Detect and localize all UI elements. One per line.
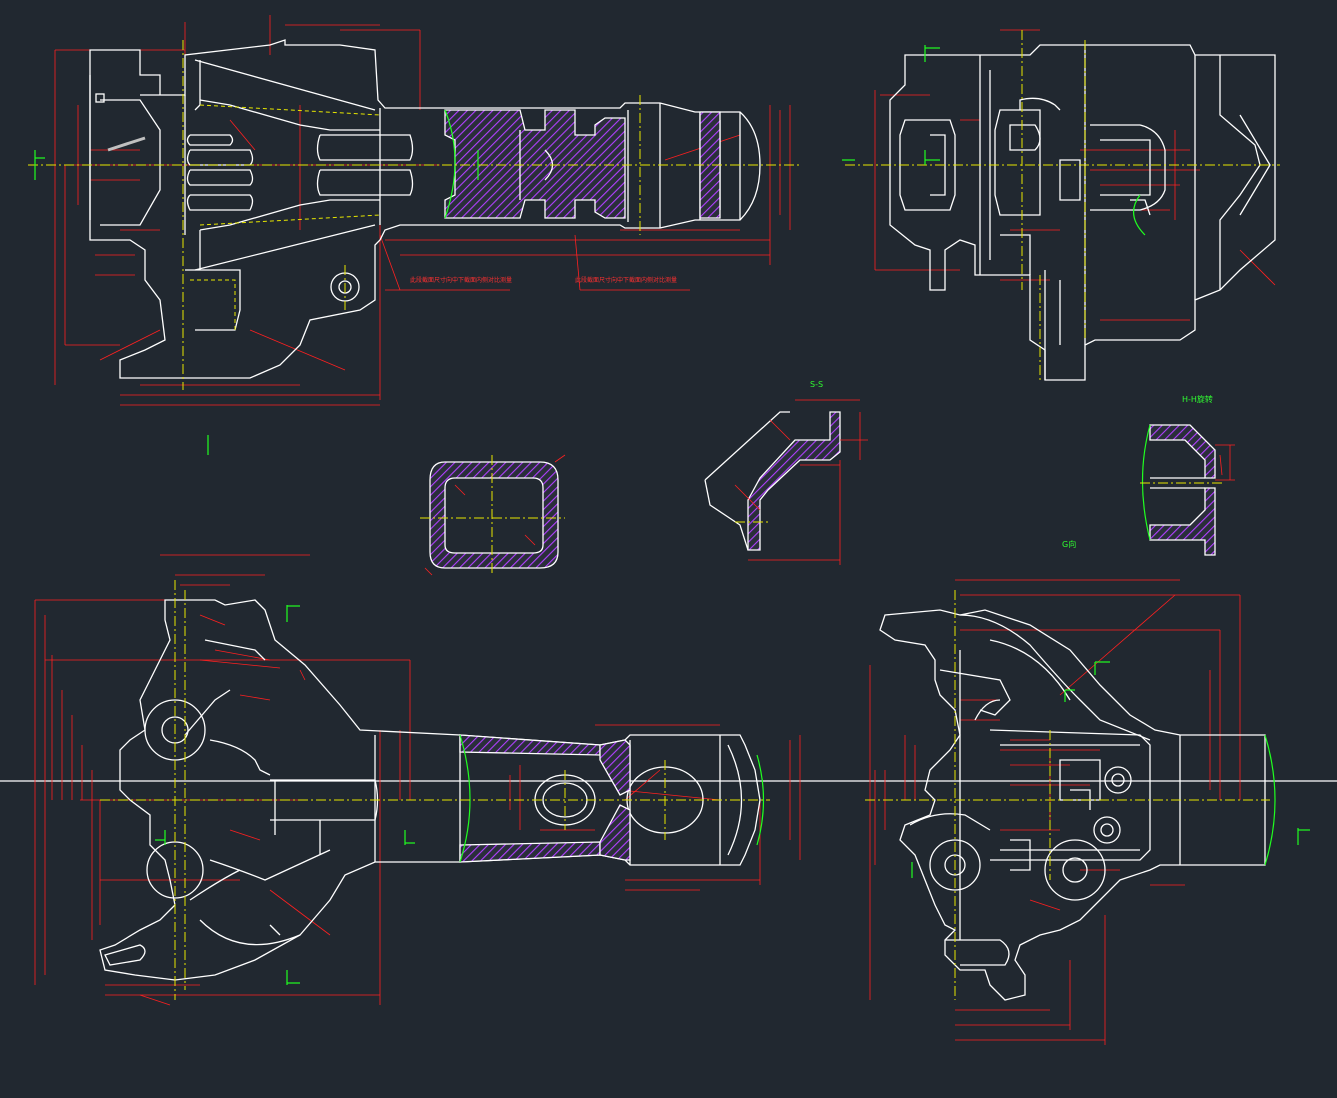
rect-tube-section [420,454,566,576]
note-right: 此段截面尺寸向中下截面内侧对比测量 [575,276,677,284]
top-left-elevation-view: 此段截面尺寸向中下截面内侧对比测量 此段截面尺寸向中下截面内侧对比测量 [28,15,800,455]
section-ss-label: S-S [810,380,823,389]
view-g-label: G向 [1062,539,1076,549]
hatched-section-top-beam [444,109,626,219]
section-hh: H-H旋转 [1140,394,1235,556]
bottom-right-view [865,579,1310,1045]
section-hh-label: H-H旋转 [1182,394,1213,404]
section-ss: S-S [704,380,868,565]
top-right-end-view [842,29,1280,381]
hatched-section-top-head [699,111,721,219]
bottom-left-plan-view [34,554,801,1006]
note-left: 此段截面尺寸向中下截面内侧对比测量 [410,276,512,284]
